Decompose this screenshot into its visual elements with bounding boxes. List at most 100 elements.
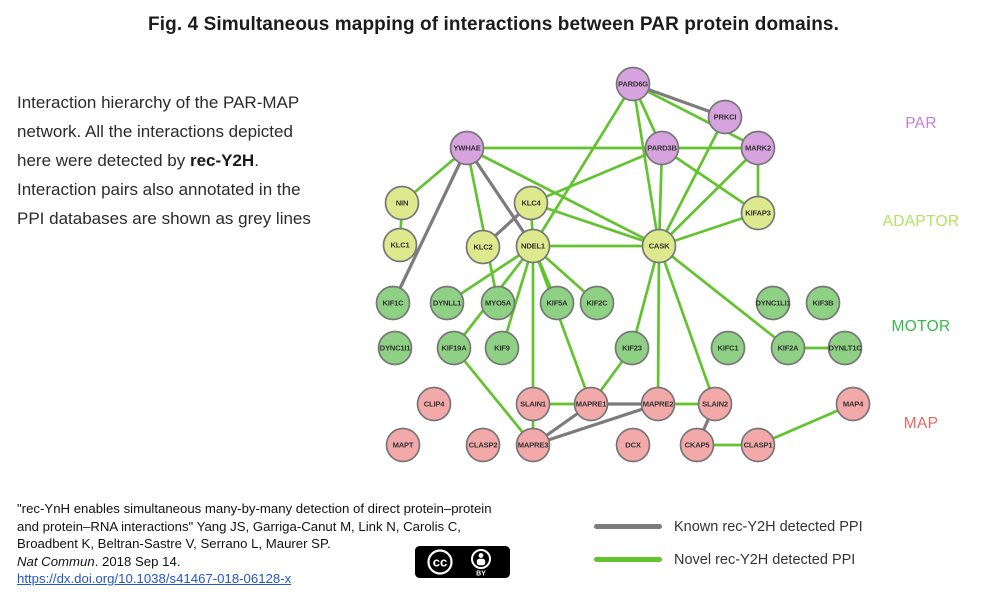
edge-KLC4-CASK bbox=[529, 201, 661, 248]
figure-title: Fig. 4 Simultaneous mapping of interacti… bbox=[148, 14, 839, 35]
node-label-MAPRE3: MAPRE3 bbox=[518, 441, 548, 450]
node-circle-KIF23 bbox=[614, 330, 650, 366]
node-KIF9: KIF9 bbox=[484, 330, 520, 366]
node-label-CASK: CASK bbox=[649, 242, 670, 251]
node-label-KIFAP3: KIFAP3 bbox=[745, 209, 770, 218]
edge-YWHAE-NDEL1 bbox=[465, 146, 535, 248]
node-circle-MAPRE1 bbox=[573, 386, 609, 422]
node-label-MYO5A: MYO5A bbox=[485, 299, 512, 308]
node-SLAIN1: SLAIN1 bbox=[515, 386, 551, 422]
edge-PARD6G-CASK bbox=[631, 82, 661, 248]
edge-YWHAE-KIF1C bbox=[391, 146, 469, 305]
cc-icon-text: cc bbox=[433, 555, 447, 570]
legend-label-known: Known rec-Y2H detected PPI bbox=[674, 518, 863, 535]
node-MAPRE2: MAPRE2 bbox=[640, 386, 676, 422]
node-circle-DYNLL1 bbox=[429, 285, 465, 321]
node-circle-KIFC1 bbox=[710, 330, 746, 366]
node-CKAP5: CKAP5 bbox=[679, 427, 715, 463]
node-circle-PARD6G bbox=[615, 66, 651, 102]
edge-NDEL1-KIF9 bbox=[500, 244, 535, 350]
node-KIFC1: KIFC1 bbox=[710, 330, 746, 366]
node-label-CLIP4: CLIP4 bbox=[424, 400, 445, 409]
node-KLC1: KLC1 bbox=[382, 227, 418, 263]
citation-line-3: Broadbent K, Beltran-Sastre V, Serrano L… bbox=[17, 536, 331, 552]
node-circle-PARD3B bbox=[644, 130, 680, 166]
node-label-KLC4: KLC4 bbox=[521, 199, 541, 208]
edge-CASK-KIFAP3 bbox=[657, 211, 760, 248]
node-label-MARK2: MARK2 bbox=[745, 144, 771, 153]
node-PARD6G: PARD6G bbox=[615, 66, 651, 102]
node-CLIP4: CLIP4 bbox=[416, 386, 452, 422]
node-circle-KIFAP3 bbox=[740, 195, 776, 231]
caption-bold-text: rec-Y2H bbox=[189, 151, 255, 170]
node-KIFAP3: KIFAP3 bbox=[740, 195, 776, 231]
node-label-CKAP5: CKAP5 bbox=[685, 441, 711, 450]
node-circle-KIF19A bbox=[436, 330, 472, 366]
node-label-KIF2C: KIF2C bbox=[587, 299, 609, 308]
node-KIF2A: KIF2A bbox=[770, 330, 806, 366]
node-label-KIF19A: KIF19A bbox=[442, 344, 468, 353]
node-circle-MAP4 bbox=[835, 386, 871, 422]
node-label-CLASP1: CLASP1 bbox=[744, 441, 774, 450]
edge-YWHAE-MYO5A bbox=[465, 146, 500, 305]
node-circle-CKAP5 bbox=[679, 427, 715, 463]
node-circle-MAPT bbox=[385, 427, 421, 463]
legend: Known rec-Y2H detected PPI Novel rec-Y2H… bbox=[594, 516, 863, 582]
node-DYNC1I1: DYNC1I1 bbox=[377, 330, 413, 366]
edge-CASK-KIF2A bbox=[657, 244, 790, 350]
node-circle-MARK2 bbox=[740, 130, 776, 166]
node-label-MAP4: MAP4 bbox=[843, 400, 864, 409]
citation-journal: Nat Commun bbox=[17, 553, 95, 569]
badge-background bbox=[415, 546, 510, 578]
node-label-SLAIN1: SLAIN1 bbox=[520, 400, 547, 409]
node-circle-CLASP1 bbox=[740, 427, 776, 463]
node-label-CLASP2: CLASP2 bbox=[469, 441, 498, 450]
node-circle-SLAIN1 bbox=[515, 386, 551, 422]
node-circle-NDEL1 bbox=[515, 228, 551, 264]
node-circle-MYO5A bbox=[480, 285, 516, 321]
person-icon bbox=[471, 549, 491, 569]
legend-label-novel: Novel rec-Y2H detected PPI bbox=[674, 551, 856, 568]
node-circle-MAPRE3 bbox=[515, 427, 551, 463]
node-MAPRE3: MAPRE3 bbox=[515, 427, 551, 463]
node-NIN: NIN bbox=[384, 185, 420, 221]
node-KIF2C: KIF2C bbox=[579, 285, 615, 321]
edge-CASK-MAPRE2 bbox=[656, 244, 661, 406]
node-circle-DYNC1LI1 bbox=[755, 285, 791, 321]
node-label-KIF2A: KIF2A bbox=[778, 344, 800, 353]
group-label-par: PAR bbox=[905, 115, 937, 132]
edge-KIF19A-MAPRE3 bbox=[452, 346, 535, 447]
node-MAPT: MAPT bbox=[385, 427, 421, 463]
node-label-MAPRE2: MAPRE2 bbox=[643, 400, 673, 409]
node-circle-KIF1C bbox=[375, 285, 411, 321]
caption-text-pre: Interaction hierarchy of the PAR-MAP net… bbox=[17, 93, 299, 170]
node-circle-PRKCI bbox=[707, 99, 743, 135]
node-KIF3B: KIF3B bbox=[805, 285, 841, 321]
node-DYNLL1: DYNLL1 bbox=[429, 285, 465, 321]
node-YWHAE: YWHAE bbox=[449, 130, 485, 166]
node-label-KIFC1: KIFC1 bbox=[718, 344, 740, 353]
node-PRKCI: PRKCI bbox=[707, 99, 743, 135]
node-SLAIN2: SLAIN2 bbox=[697, 386, 733, 422]
edge-YWHAE-CASK bbox=[465, 146, 661, 248]
node-circle-YWHAE bbox=[449, 130, 485, 166]
node-CASK: CASK bbox=[641, 228, 677, 264]
doi-link[interactable]: https://dx.doi.org/10.1038/s41467-018-06… bbox=[17, 571, 292, 587]
node-circle-MAPRE2 bbox=[640, 386, 676, 422]
cc-by-badge-graphic: cc BY bbox=[415, 546, 510, 578]
citation: "rec-YnH enables simultaneous many-by-ma… bbox=[17, 500, 577, 588]
node-KIF23: KIF23 bbox=[614, 330, 650, 366]
citation-line-1: "rec-YnH enables simultaneous many-by-ma… bbox=[17, 501, 492, 516]
node-label-MAPRE1: MAPRE1 bbox=[576, 400, 607, 409]
node-label-YWHAE: YWHAE bbox=[453, 144, 480, 153]
node-label-KLC2: KLC2 bbox=[473, 243, 492, 252]
node-CLASP2: CLASP2 bbox=[465, 427, 501, 463]
node-circle-CLIP4 bbox=[416, 386, 452, 422]
node-DCX: DCX bbox=[615, 427, 651, 463]
node-label-PRKCI: PRKCI bbox=[714, 113, 737, 122]
node-circle-DCX bbox=[615, 427, 651, 463]
node-circle-KIF2A bbox=[770, 330, 806, 366]
edge-PRKCI-CASK bbox=[657, 115, 727, 248]
node-circle-NIN bbox=[384, 185, 420, 221]
figure-caption: Interaction hierarchy of the PAR-MAP net… bbox=[17, 88, 321, 233]
